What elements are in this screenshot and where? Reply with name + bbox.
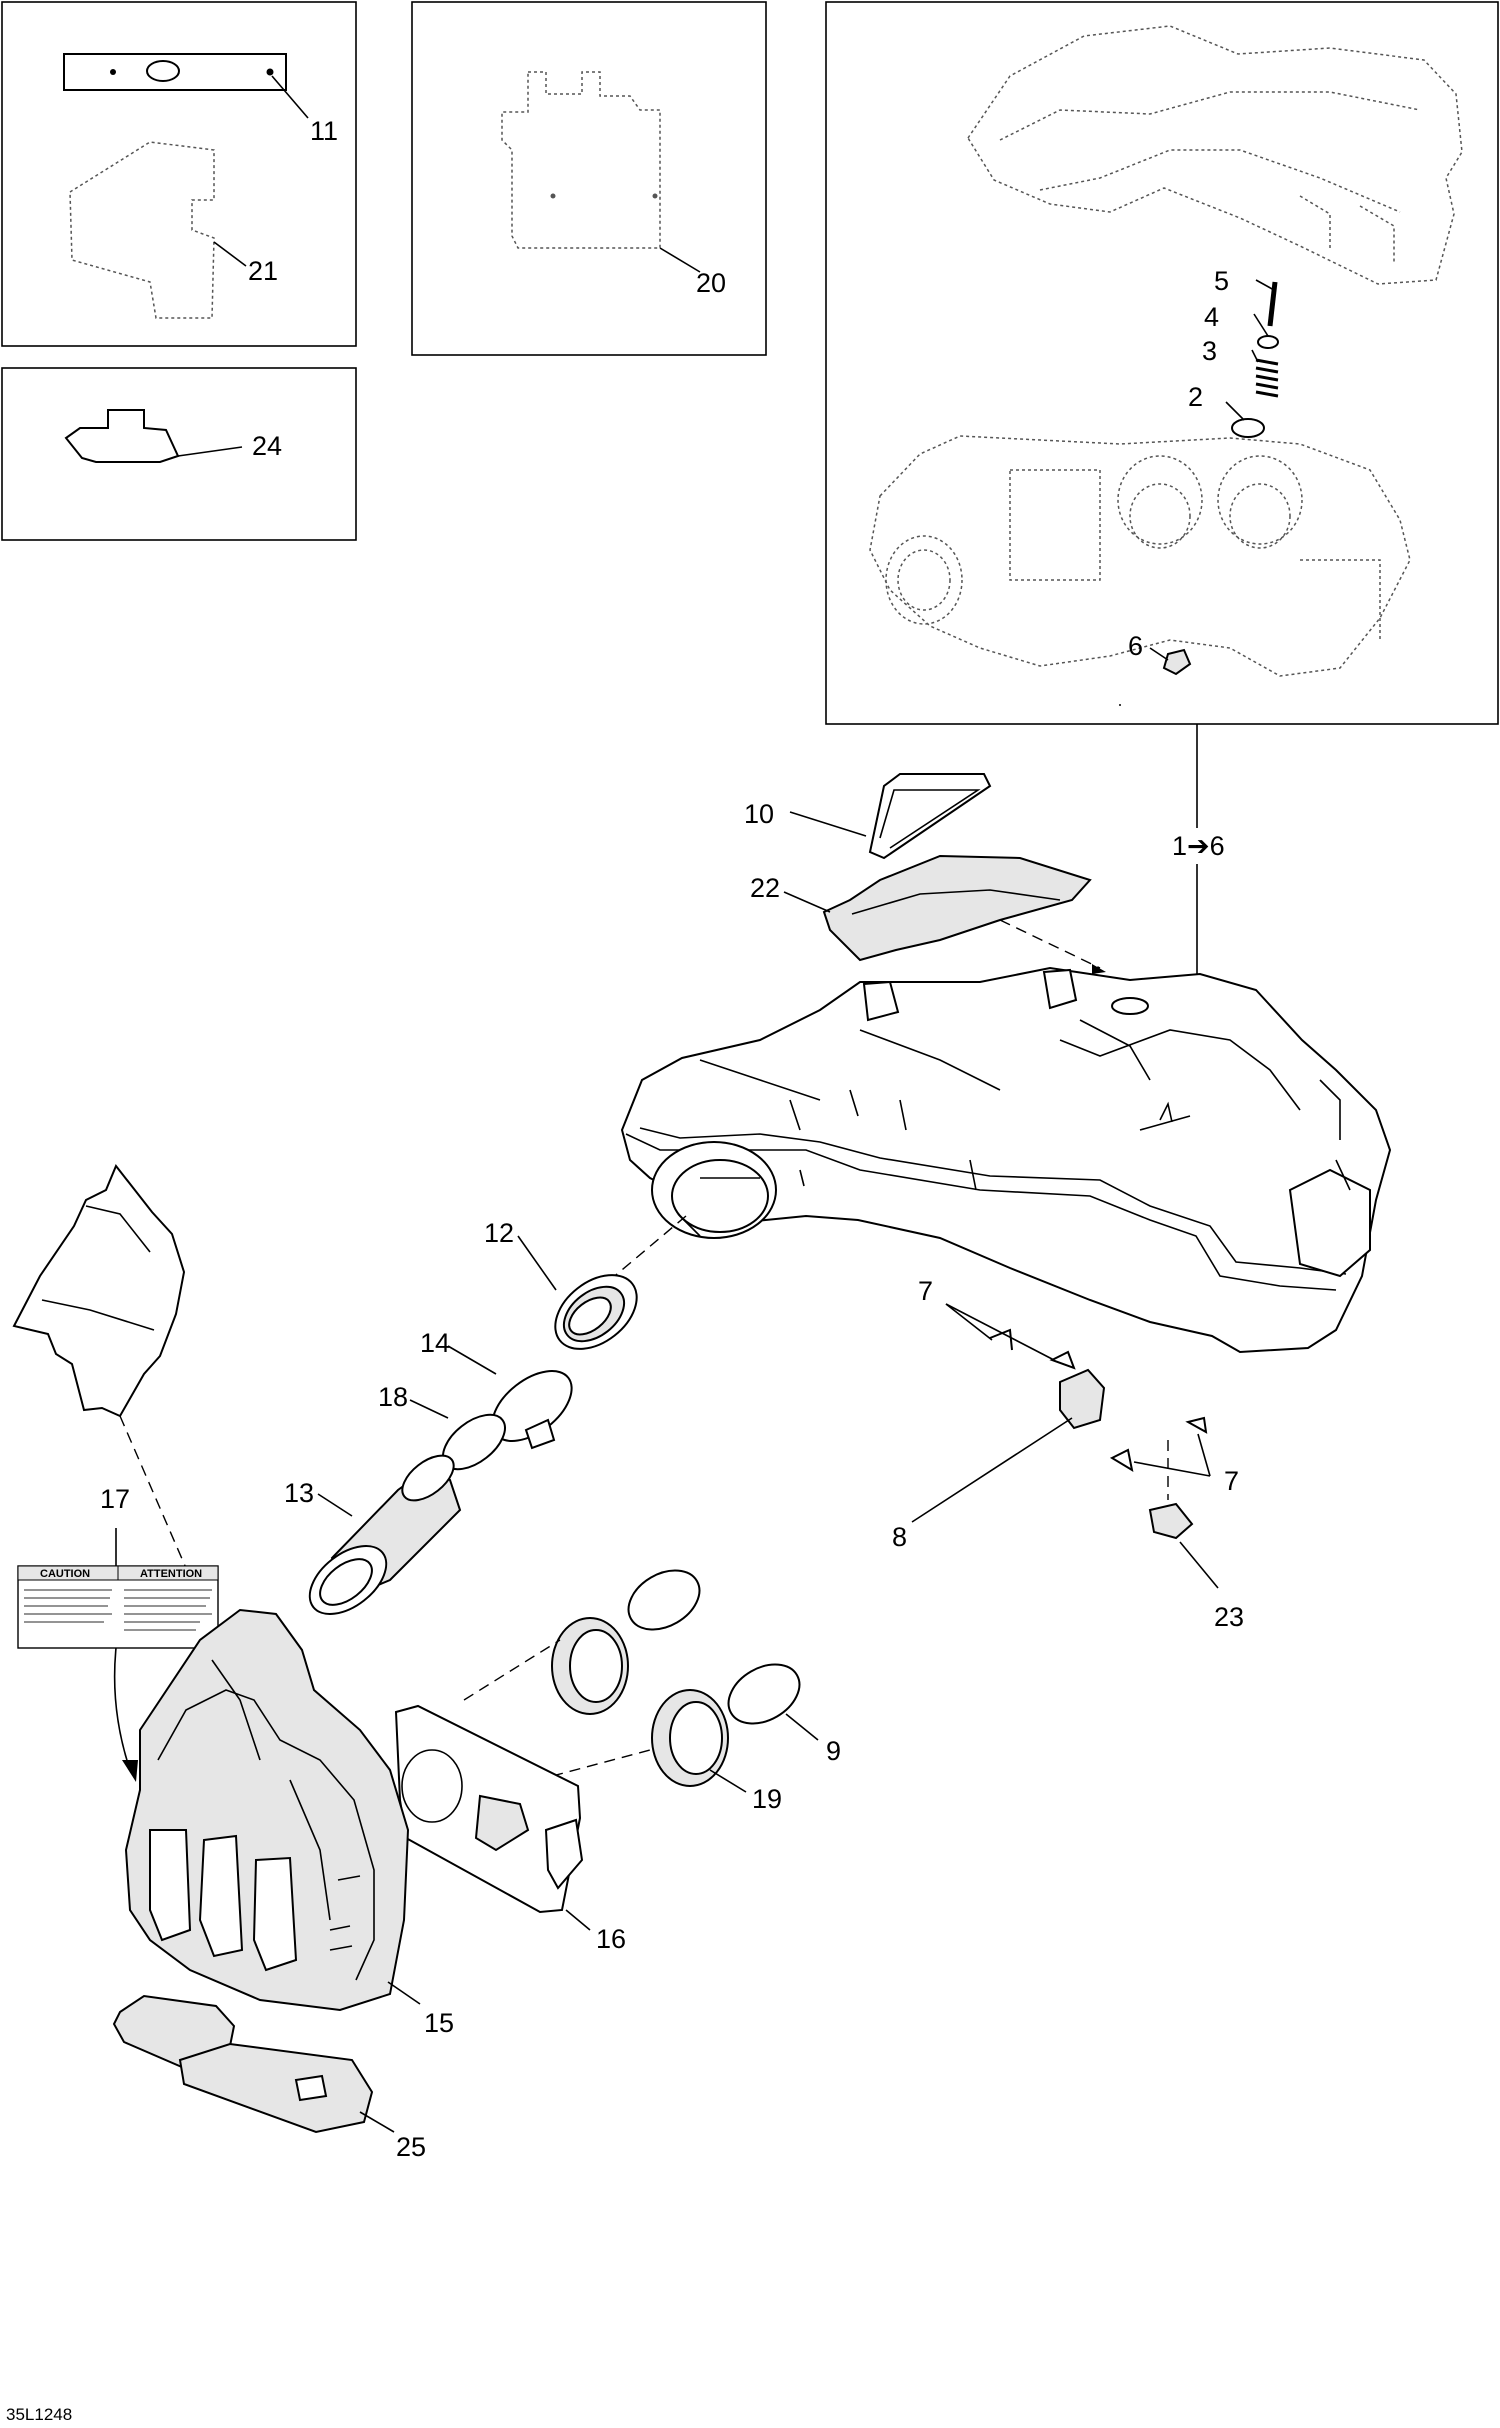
callout-20: 20 xyxy=(696,268,726,298)
callout-13: 13 xyxy=(284,1478,314,1508)
callout-25: 25 xyxy=(396,2132,426,2162)
callout-4: 4 xyxy=(1204,302,1219,332)
part-17-decal: CAUTION ATTENTION xyxy=(17,1565,219,1649)
lower-housing xyxy=(869,435,1411,677)
callout-19: 19 xyxy=(752,1784,782,1814)
callout-7-right: 7 xyxy=(1224,1466,1239,1496)
part-24-pad xyxy=(64,409,180,463)
part-12-coupling xyxy=(554,1274,638,1350)
part-6-nut xyxy=(1162,648,1192,676)
part-19-coupling-b xyxy=(651,1689,729,1787)
inset-box-1-6 xyxy=(825,1,1499,725)
part-9-clamp-a xyxy=(627,1569,701,1631)
decal-attention-text: ATTENTION xyxy=(140,1568,202,1580)
part-15-silencer xyxy=(124,1608,410,2012)
link-label-1-6: 1➔6 xyxy=(1172,831,1225,861)
inset-box-24 xyxy=(1,367,357,541)
part-20-foam-pad xyxy=(501,71,661,249)
part-11-gasket-strip xyxy=(63,53,287,91)
part-19-coupling-a xyxy=(551,1617,629,1715)
part-3-spring xyxy=(1255,358,1279,398)
part-2-grommet xyxy=(1231,418,1265,438)
callout-9: 9 xyxy=(826,1736,841,1766)
callout-11: 11 xyxy=(310,116,338,146)
callout-15: 15 xyxy=(424,2008,454,2038)
decal-caution-text: CAUTION xyxy=(40,1568,90,1580)
part-23-clip xyxy=(1148,1502,1194,1540)
upper-housing-cover xyxy=(967,25,1463,285)
callout-22: 22 xyxy=(750,873,780,903)
callout-5: 5 xyxy=(1214,266,1229,296)
inset-box-11-21 xyxy=(1,1,357,347)
callout-14: 14 xyxy=(420,1328,450,1358)
callout-24: 24 xyxy=(252,431,282,461)
callout-23: 23 xyxy=(1214,1602,1244,1632)
callout-3: 3 xyxy=(1202,336,1217,366)
callout-10: 10 xyxy=(744,799,774,829)
part-21-foam-pad xyxy=(69,141,215,319)
air-box-housing xyxy=(620,966,1392,1540)
part-4-washer xyxy=(1257,335,1279,349)
callout-8: 8 xyxy=(892,1522,907,1552)
callout-6: 6 xyxy=(1128,631,1143,661)
part-9-clamp-b xyxy=(727,1663,801,1725)
part-17-pad xyxy=(12,1164,186,1418)
part-16-plate xyxy=(394,1704,584,1914)
figure-id: 35L1248 xyxy=(6,2405,72,2424)
inset-box-20 xyxy=(411,1,767,356)
part-22-cover xyxy=(822,854,1092,962)
callout-12: 12 xyxy=(484,1218,514,1248)
part-8-clip xyxy=(1059,1368,1106,1430)
callout-7-top: 7 xyxy=(918,1276,933,1306)
part-13-intake-boot xyxy=(308,1454,462,1615)
part-25-pads xyxy=(112,1994,374,2134)
callout-16: 16 xyxy=(596,1924,626,1954)
callout-21: 21 xyxy=(248,256,278,286)
callout-18: 18 xyxy=(378,1382,408,1412)
callout-17: 17 xyxy=(100,1484,130,1514)
part-10-gasket xyxy=(868,773,992,860)
callout-2: 2 xyxy=(1188,382,1203,412)
